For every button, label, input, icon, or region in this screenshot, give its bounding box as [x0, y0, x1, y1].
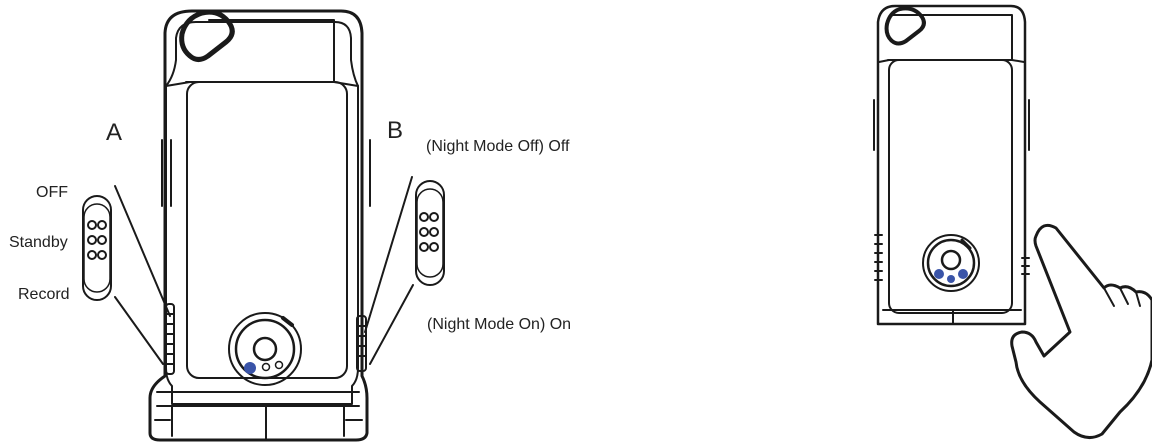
blue-led-indicator	[244, 362, 256, 374]
camera-lens-button	[228, 312, 302, 386]
camera-lens-button-small	[922, 234, 980, 292]
camera-device-large	[148, 9, 371, 442]
switch-b-off-label: (Night Mode Off) Off	[426, 138, 570, 155]
switch-a-callout	[82, 185, 171, 365]
lanyard-loop-left	[179, 9, 235, 62]
switch-a-standby-label: Standby	[9, 234, 68, 251]
label-b: B	[387, 117, 403, 144]
blue-led-indicator-small-3	[958, 269, 968, 279]
pointing-hand-icon	[1010, 223, 1152, 439]
switch-b-callout	[364, 176, 445, 365]
blue-led-indicator-small-2	[947, 275, 955, 283]
switch-a-off-label: OFF	[36, 184, 68, 201]
lanyard-loop-right	[884, 6, 926, 46]
blue-led-indicator-small-1	[934, 269, 944, 279]
switch-a-record-label: Record	[18, 286, 70, 303]
camera-device-small	[873, 4, 1030, 326]
label-a: A	[106, 119, 122, 146]
switch-b-on-device	[356, 315, 367, 372]
switch-b-on-label: (Night Mode On) On	[427, 316, 571, 333]
